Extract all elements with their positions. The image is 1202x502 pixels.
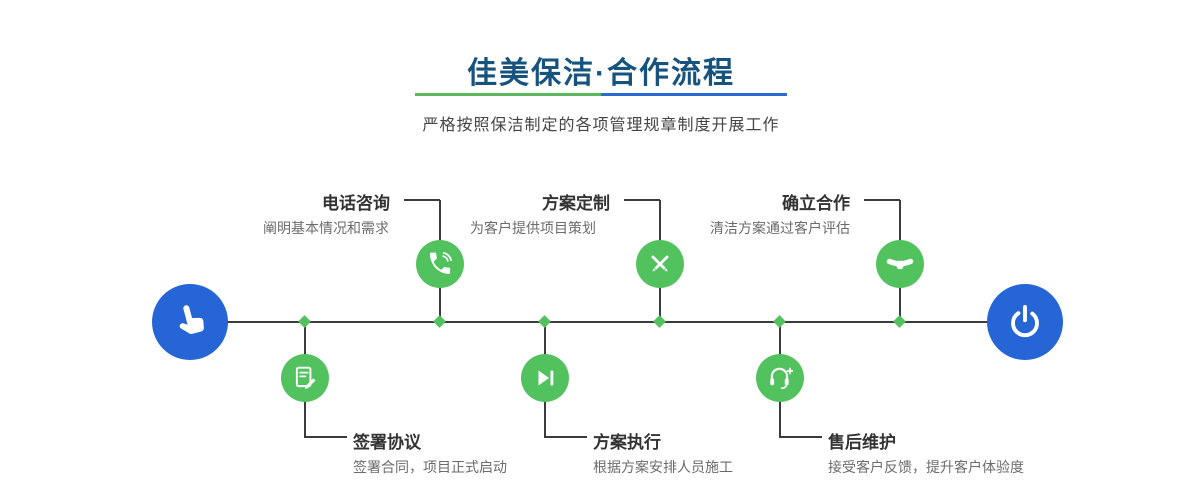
pointer-hand-icon (171, 303, 209, 341)
step-desc: 根据方案安排人员施工 (593, 459, 733, 475)
connector-line (545, 436, 587, 438)
step-label: 电话咨询 (322, 194, 390, 213)
headset-icon (767, 365, 793, 391)
timeline-node-diamond (538, 315, 551, 328)
step-label: 确立合作 (782, 194, 850, 213)
step-icon-circle (756, 354, 804, 402)
step-desc: 签署合同，项目正式启动 (353, 459, 507, 475)
play-icon (533, 366, 557, 390)
step-label: 签署协议 (353, 433, 421, 452)
timeline-node-diamond (653, 315, 666, 328)
contract-icon (292, 365, 318, 391)
connector-line (624, 199, 660, 201)
connector-line (404, 199, 440, 201)
step-label: 方案执行 (593, 433, 661, 452)
design-tools-icon (647, 251, 673, 277)
divider-blue-segment (601, 93, 787, 96)
handshake-icon (886, 250, 914, 278)
phone-icon (427, 251, 453, 277)
timeline-node-diamond (773, 315, 786, 328)
timeline-node-diamond (893, 315, 906, 328)
step-icon-circle (416, 240, 464, 288)
step-desc: 为客户提供项目策划 (470, 220, 596, 236)
timeline-start-node (152, 284, 228, 360)
title-divider (415, 93, 787, 96)
divider-green-segment (415, 93, 601, 96)
step-desc: 清洁方案通过客户评估 (710, 220, 850, 236)
step-label: 方案定制 (542, 194, 610, 213)
step-desc: 接受客户反馈，提升客户体验度 (828, 459, 1024, 475)
timeline-node-diamond (298, 315, 311, 328)
power-icon (1007, 304, 1043, 340)
step-label: 售后维护 (828, 433, 896, 452)
timeline-node-diamond (433, 315, 446, 328)
timeline-line (190, 321, 1025, 323)
connector-line (780, 436, 822, 438)
step-icon-circle (281, 354, 329, 402)
timeline-end-node (987, 284, 1063, 360)
step-icon-circle (636, 240, 684, 288)
step-icon-circle (876, 240, 924, 288)
step-desc: 阐明基本情况和需求 (263, 220, 389, 236)
step-icon-circle (521, 354, 569, 402)
page-subtitle: 严格按照保洁制定的各项管理规章制度开展工作 (422, 117, 780, 134)
connector-line (305, 436, 347, 438)
connector-line (864, 199, 900, 201)
page-title: 佳美保洁·合作流程 (467, 57, 735, 90)
